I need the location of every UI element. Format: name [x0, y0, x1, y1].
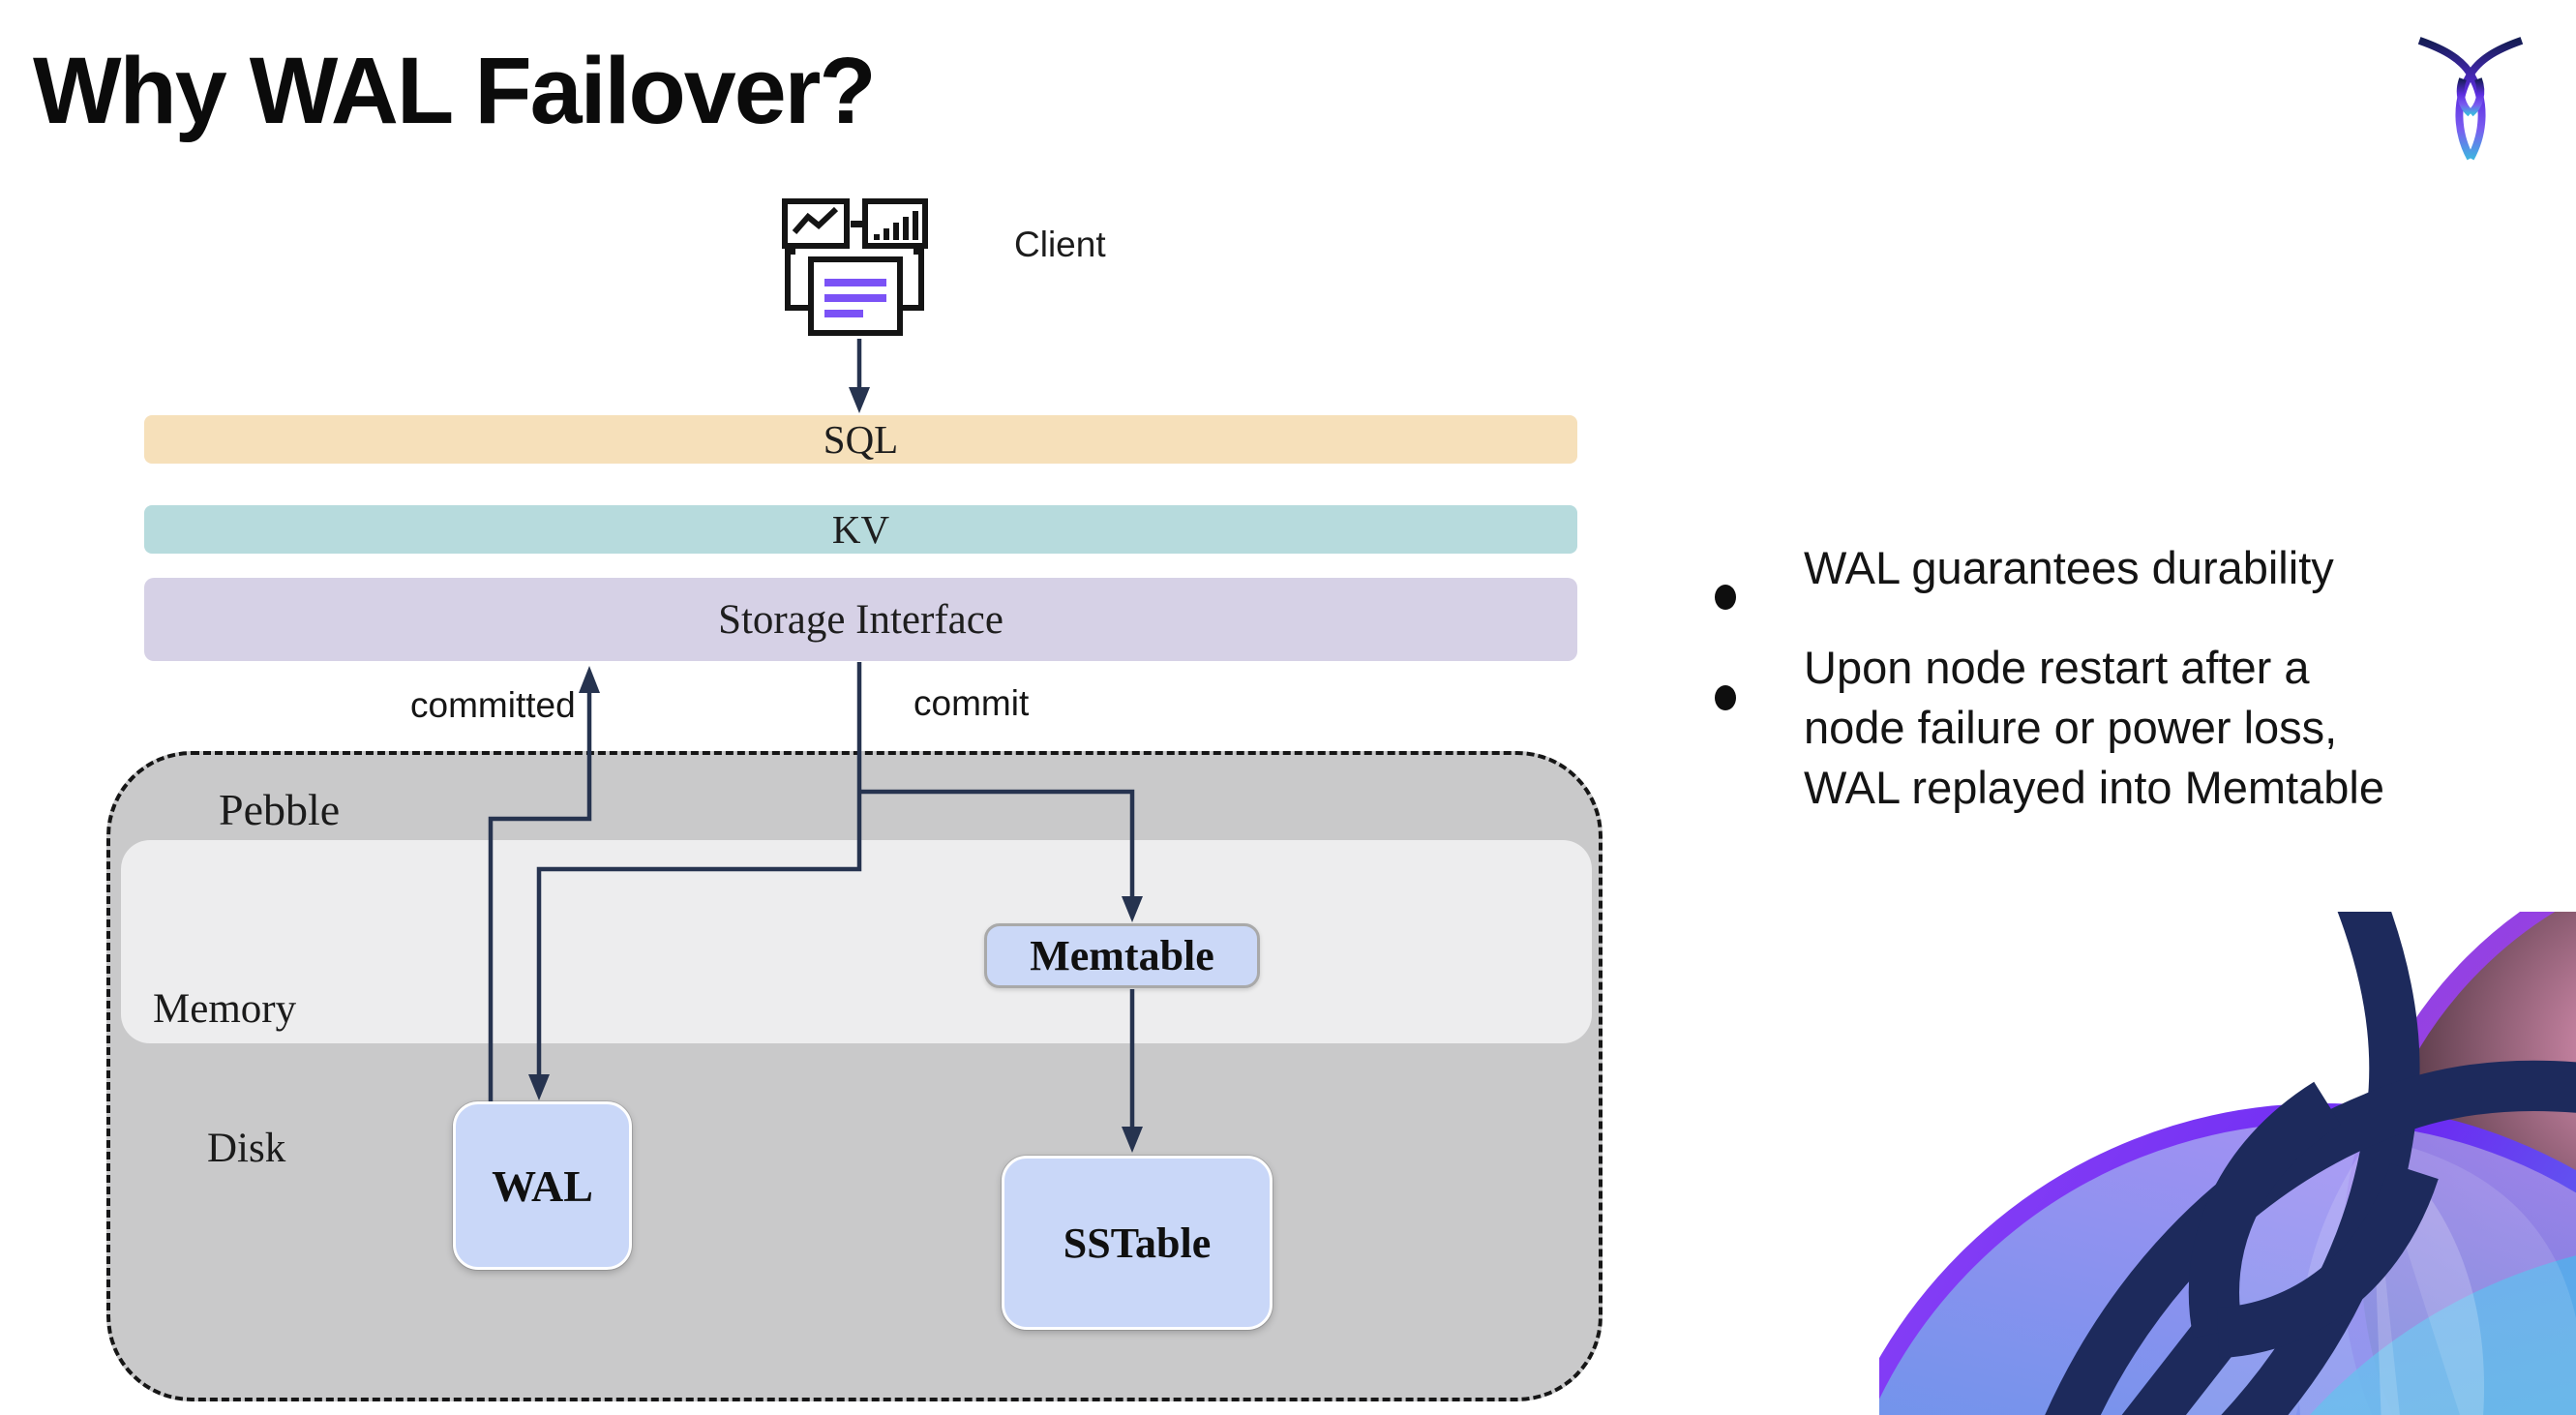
cyan-circle [2310, 1255, 2576, 1415]
wal-node: WAL [453, 1101, 632, 1270]
edge-label-committed: committed [410, 685, 576, 725]
layer-label-storage-interface: Storage Interface [718, 596, 1003, 643]
dash-glyph [851, 221, 862, 227]
page-title: Why WAL Failover? [33, 38, 877, 143]
wal-node-label: WAL [492, 1160, 593, 1211]
cockroach-labs-logo-icon [2417, 37, 2524, 161]
brand-artwork [1879, 912, 2576, 1415]
pebble-label: Pebble [219, 785, 341, 834]
bullet-dot [1715, 685, 1736, 710]
edge-label-commit: commit [914, 683, 1030, 723]
bullet-line: node failure or power loss, [1804, 702, 2338, 753]
bullet-dot [1715, 585, 1736, 610]
cockroach-mark-large [1994, 912, 2576, 1415]
memtable-node-label: Memtable [1030, 932, 1214, 979]
arrowhead-into-sql [849, 387, 870, 413]
client-icon [782, 198, 928, 336]
layer-bar-kv: KV [144, 505, 1577, 554]
bracket-left-icon [785, 249, 813, 311]
sstable-node-label: SSTable [1063, 1219, 1212, 1267]
memory-region [121, 840, 1592, 1043]
layer-bar-storage-interface: Storage Interface [144, 578, 1577, 661]
memory-label: Memory [153, 986, 297, 1032]
arrowhead-into-storage [579, 666, 600, 693]
document-text-lines [824, 279, 886, 317]
bullet-item: Upon node restart after a node failure o… [1804, 638, 2384, 818]
bracket-right-icon [896, 249, 924, 311]
bullet-line: Upon node restart after a [1804, 642, 2310, 693]
memtable-node: Memtable [984, 923, 1260, 988]
bullet-item: WAL guarantees durability [1804, 542, 2334, 593]
sstable-node: SSTable [1002, 1156, 1273, 1330]
line-chart-icon [782, 198, 850, 249]
layer-label-sql: SQL [823, 417, 899, 462]
bullet-line: WAL replayed into Memtable [1804, 762, 2384, 813]
disk-label: Disk [207, 1126, 286, 1171]
layer-bar-sql: SQL [144, 415, 1577, 464]
layer-label-kv: KV [831, 507, 890, 552]
client-label: Client [1014, 225, 1106, 264]
